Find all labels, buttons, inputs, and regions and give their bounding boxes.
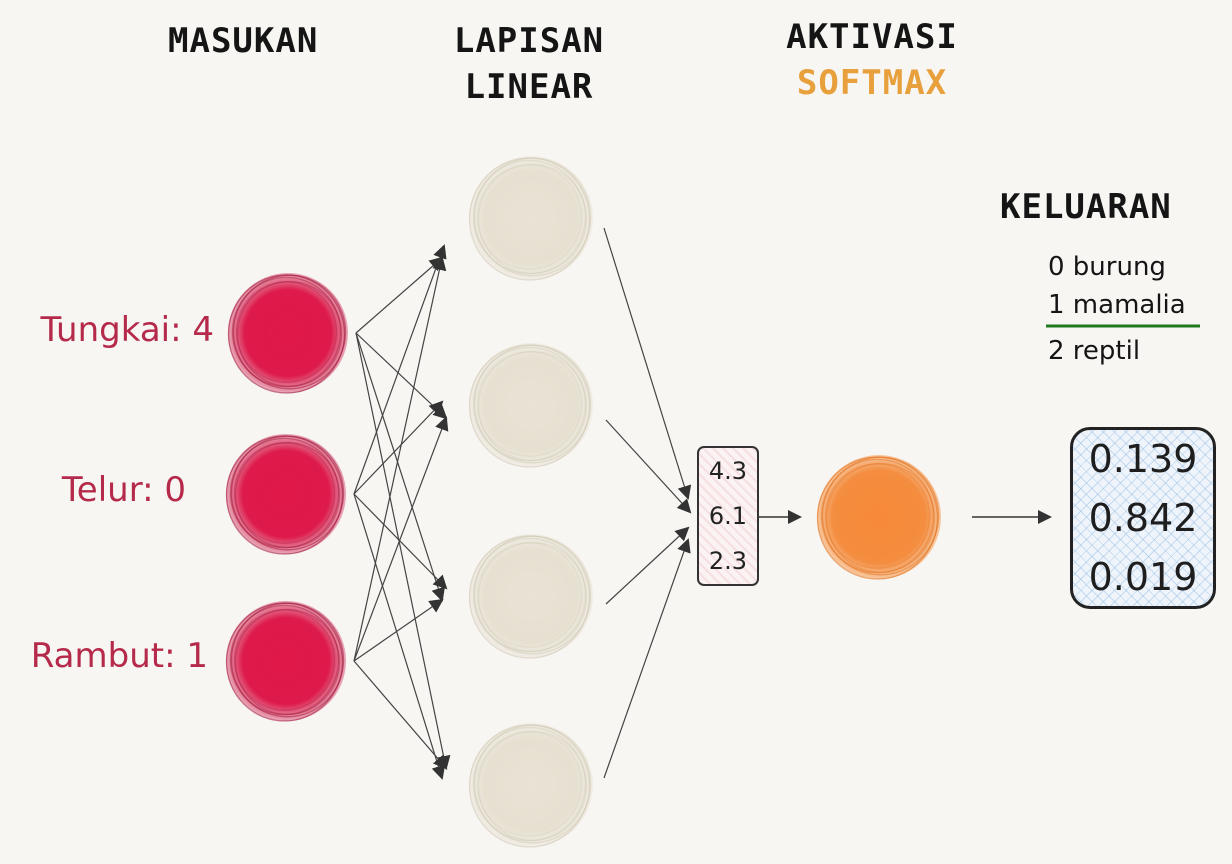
heading-linear-line1: LAPISAN bbox=[453, 21, 605, 61]
heading-linear-line2: LINEAR bbox=[464, 67, 594, 107]
connection-linear-1-to-logits bbox=[605, 419, 692, 514]
heading-activation-line: AKTIVASI bbox=[786, 17, 958, 57]
input-label-hair: Rambut: 1 bbox=[30, 636, 208, 676]
heading-softmax: SOFTMAX bbox=[796, 63, 948, 103]
connection-input-1-to-linear-0 bbox=[353, 244, 447, 495]
heading-activation: AKTIVASI SOFTMAX bbox=[752, 14, 992, 106]
linear-node-3 bbox=[468, 723, 593, 848]
logits-vector: 4.3 6.1 2.3 bbox=[697, 446, 759, 586]
input-label-legs: Tungkai: 4 bbox=[40, 310, 214, 350]
input-label-eggs: Telur: 0 bbox=[61, 470, 186, 510]
input-node-0 bbox=[227, 273, 348, 394]
heading-linear: LAPISAN LINEAR bbox=[424, 18, 634, 110]
heading-input: MASUKAN bbox=[168, 21, 319, 61]
connection-linear-3-to-logits bbox=[603, 538, 691, 779]
input-to-linear-connections bbox=[353, 244, 451, 780]
input-node-1 bbox=[225, 434, 346, 555]
connection-input-2-to-linear-2 bbox=[353, 598, 444, 662]
probability-1: 0.842 bbox=[1088, 495, 1198, 540]
softmax-node bbox=[816, 455, 941, 580]
input-node-2 bbox=[225, 601, 346, 722]
connection-input-2-to-linear-1 bbox=[353, 416, 449, 662]
connection-input-2-to-linear-0 bbox=[353, 256, 447, 662]
connection-input-0-to-linear-2 bbox=[355, 332, 445, 602]
connection-linear-0-to-logits bbox=[603, 227, 692, 500]
legend-item-1: 1 mamalia bbox=[1048, 290, 1186, 320]
connection-input-0-to-linear-3 bbox=[355, 332, 451, 770]
linear-node-1 bbox=[468, 343, 593, 468]
nodes bbox=[225, 156, 941, 848]
probability-vector: 0.139 0.842 0.019 bbox=[1070, 427, 1216, 609]
connection-input-1-to-linear-1 bbox=[353, 400, 444, 495]
linear-node-0 bbox=[468, 156, 593, 281]
heading-output: KELUARAN bbox=[1000, 187, 1172, 227]
connection-input-2-to-linear-3 bbox=[353, 660, 448, 770]
linear-node-2 bbox=[468, 534, 593, 659]
legend-item-0: 0 burung bbox=[1048, 252, 1166, 282]
logit-1: 6.1 bbox=[708, 501, 748, 530]
logit-0: 4.3 bbox=[708, 456, 748, 485]
connection-input-0-to-linear-0 bbox=[355, 256, 444, 334]
legend-item-2: 2 reptil bbox=[1048, 336, 1141, 366]
connection-input-1-to-linear-3 bbox=[353, 493, 446, 780]
logit-2: 2.3 bbox=[708, 547, 748, 576]
linear-to-logits-connections bbox=[603, 227, 692, 779]
probability-2: 0.019 bbox=[1088, 554, 1198, 599]
connection-linear-2-to-logits bbox=[605, 526, 690, 605]
probability-0: 0.139 bbox=[1088, 437, 1198, 482]
